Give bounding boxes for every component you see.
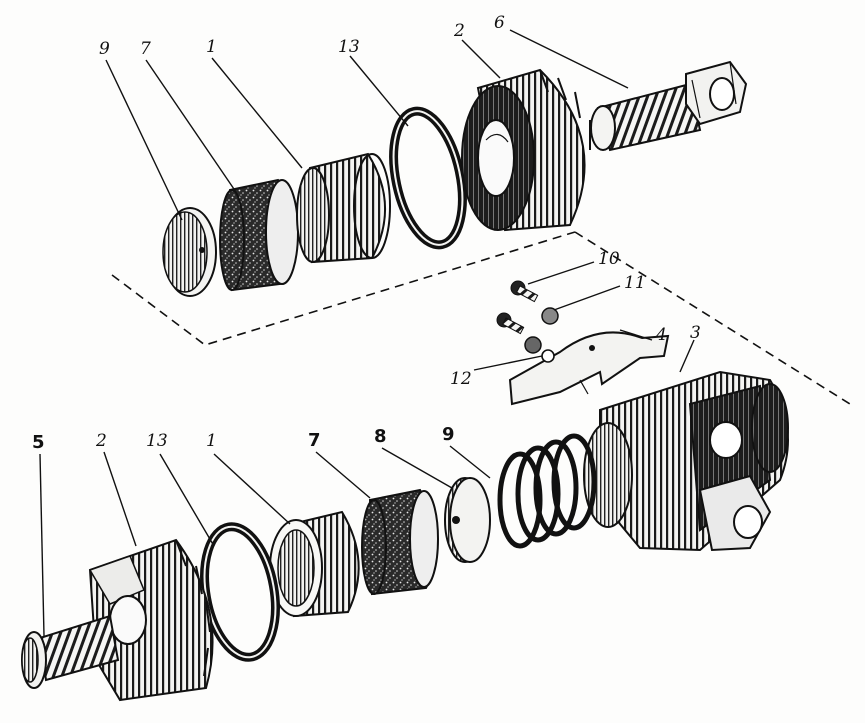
- part-9-top-washer: [162, 207, 217, 297]
- part-5-threaded-shaft: [21, 614, 120, 689]
- part-2-top-gear-housing: [461, 68, 591, 232]
- part-4-plate: [508, 331, 670, 406]
- part-7-bottom-bushing: [361, 488, 439, 596]
- part-3-main-housing: [583, 370, 789, 552]
- callout-top-7: 7: [140, 39, 151, 59]
- part-10-screws: [496, 280, 539, 335]
- part-2-bottom-gear-housing: [88, 538, 214, 702]
- part-7-top-bushing: [219, 178, 299, 292]
- callout-11: 11: [624, 273, 646, 293]
- callout-top-9: 9: [99, 39, 110, 59]
- callout-4: 4: [655, 325, 667, 345]
- callout-labels: 9 7 1 13 2 6 10 11 4 3 12 5 2 13 1 7 8 9: [32, 13, 701, 453]
- callout-bottom-7: 7: [308, 430, 321, 451]
- leader-lines: [39, 29, 695, 637]
- callout-bottom-8: 8: [374, 426, 387, 447]
- assembly-guide-dashed-line: [111, 231, 851, 405]
- part-8-disc: [444, 477, 491, 563]
- part-1-top-bearing: [296, 152, 391, 264]
- part-12-washer: [541, 349, 555, 363]
- callout-bottom-2: 2: [95, 431, 107, 451]
- part-6-threaded-bolt: [590, 60, 748, 152]
- callout-top-1: 1: [206, 37, 217, 57]
- callout-bottom-9: 9: [442, 424, 455, 445]
- callout-bottom-13: 13: [146, 431, 168, 451]
- callout-top-6: 6: [494, 13, 505, 33]
- callout-10: 10: [598, 249, 620, 269]
- callout-12: 12: [450, 369, 472, 389]
- part-1-bottom-bearing: [269, 510, 360, 618]
- callout-top-2: 2: [453, 21, 465, 41]
- callout-bottom-5: 5: [32, 432, 45, 453]
- callout-top-13: 13: [338, 37, 360, 57]
- part-9-bottom-spring: [497, 433, 597, 549]
- callout-bottom-1: 1: [206, 431, 217, 451]
- part-11-nuts: [524, 307, 559, 354]
- part-13-top-ring: [389, 106, 467, 250]
- callout-3: 3: [690, 323, 701, 343]
